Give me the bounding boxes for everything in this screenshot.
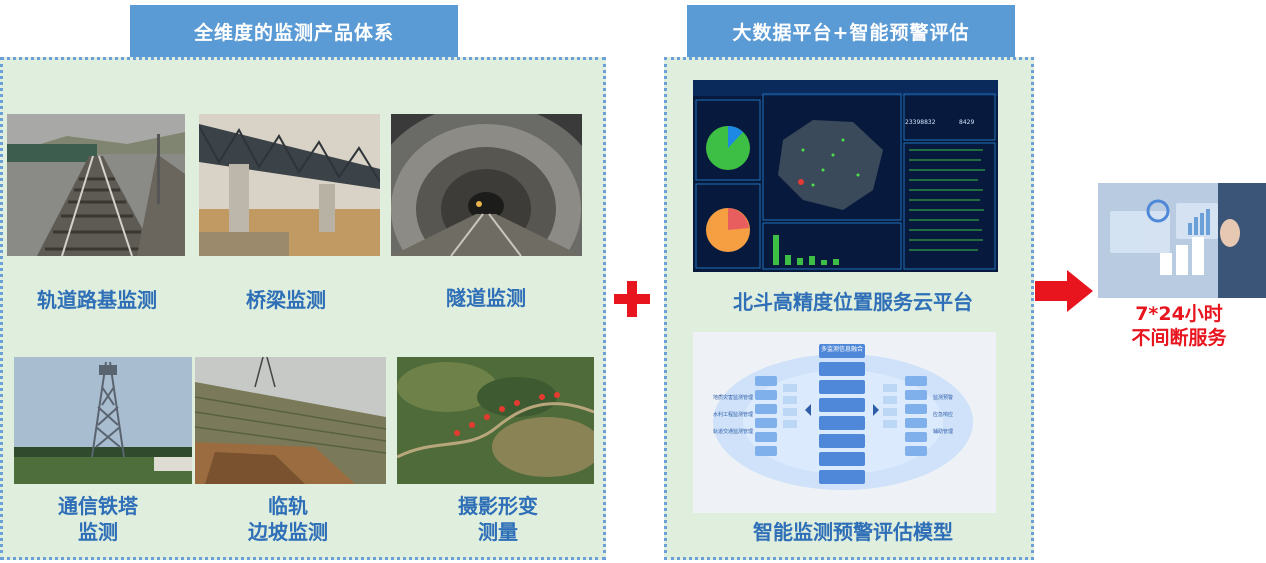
communication-tower-image (14, 357, 192, 484)
dashboard-stat-1: 23398832 (905, 119, 936, 126)
track-roadbed-label: 轨道路基监测 (37, 288, 157, 312)
right-arrow-icon (1035, 270, 1093, 312)
photogrammetry-map-image (397, 357, 594, 484)
model-left-item-3: 轨道交通监测管理 (712, 429, 753, 435)
model-center-label: 多监测信息融合 (821, 346, 864, 353)
model-diagram-image: 多监测信息融合 地质灾害监测管理 水利工程监测管理 轨道交通监测管理 监测预警 … (693, 332, 996, 513)
model-right-item-2: 应急响应 (933, 412, 954, 418)
model-right-item-3: 辅助管理 (933, 429, 954, 435)
tunnel-label: 隧道监测 (446, 286, 526, 310)
photogrammetry-label: 摄影形变 测量 (458, 494, 538, 544)
service-hologram-image (1098, 183, 1266, 298)
track-roadbed-image (7, 114, 185, 256)
left-section-header: 全维度的监测产品体系 (130, 5, 458, 57)
model-left-item-1: 地质灾害监测管理 (712, 395, 753, 401)
service-text: 7*24小时 不间断服务 (1104, 302, 1254, 350)
service-line-2: 不间断服务 (1131, 327, 1227, 349)
slope-label: 临轨 边坡监测 (248, 494, 328, 544)
bridge-image (199, 114, 380, 256)
bridge-label: 桥梁监测 (246, 288, 326, 312)
platform-dashboard-image: 23398832 8429 (693, 80, 998, 272)
service-line-1: 7*24小时 (1135, 303, 1223, 325)
model-left-item-2: 水利工程监测管理 (712, 412, 753, 418)
model-right-item-1: 监测预警 (933, 395, 954, 401)
communication-tower-label: 通信铁塔 监测 (58, 494, 138, 544)
right-section-header: 大数据平台+智能预警评估 (687, 5, 1015, 57)
model-label: 智能监测预警评估模型 (753, 520, 953, 544)
tunnel-image (391, 114, 582, 256)
platform-label: 北斗高精度位置服务云平台 (733, 290, 973, 314)
dashboard-stat-2: 8429 (959, 119, 975, 126)
plus-icon (614, 281, 650, 317)
slope-image (195, 357, 386, 484)
